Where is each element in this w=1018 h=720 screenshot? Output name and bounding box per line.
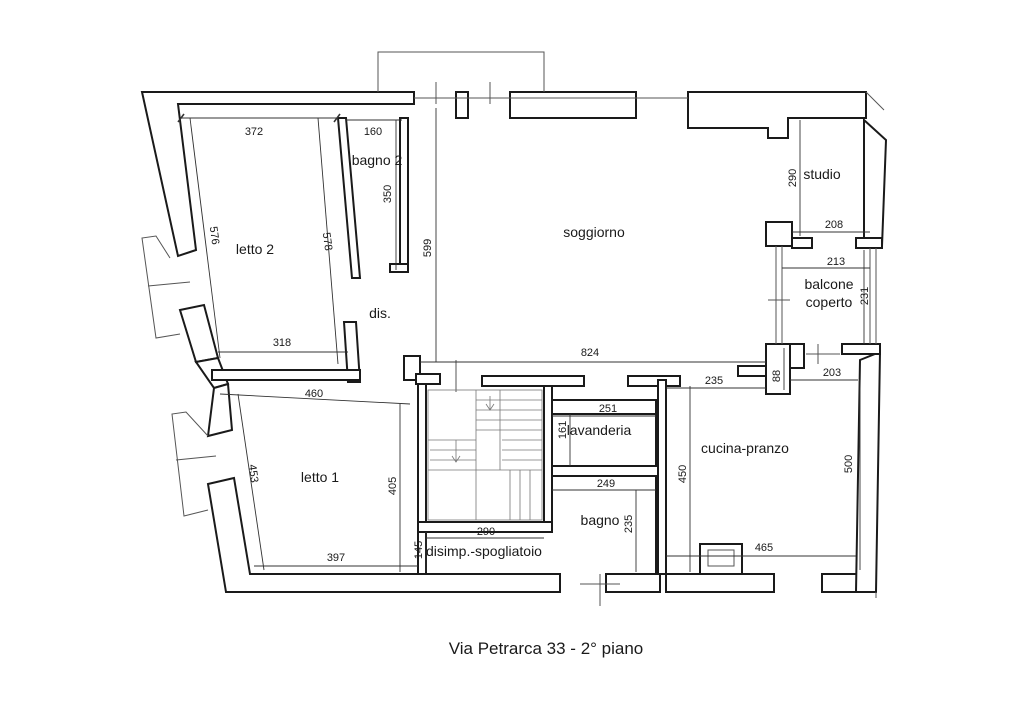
dim-letto2-right: 578 (320, 232, 334, 252)
dim-letto1-left: 453 (246, 464, 260, 484)
dim-disimp-depth: 145 (413, 541, 425, 559)
dim-bagno-depth: 235 (623, 515, 635, 533)
dim-cucina-right: 500 (843, 455, 855, 473)
room-soggiorno: soggiorno (563, 224, 625, 240)
interior-walls (211, 117, 883, 575)
dim-bagno2-depth: 350 (382, 185, 394, 203)
dim-cucina-bottom: 465 (755, 542, 773, 554)
dim-studio-width: 208 (825, 219, 843, 231)
dim-disimp-width: 290 (477, 526, 495, 538)
dim-letto1-width: 460 (305, 388, 323, 400)
room-letto2: letto 2 (236, 241, 274, 257)
dim-lavanderia-width: 251 (599, 403, 617, 415)
room-balcone-line1: balcone (804, 276, 853, 292)
dim-balcone-width: 213 (827, 256, 845, 268)
staircase (427, 389, 543, 521)
dim-pillar: 88 (771, 370, 783, 382)
openings (435, 82, 840, 606)
room-dis: dis. (369, 305, 391, 321)
dim-cucina-top-right: 203 (823, 367, 841, 379)
dim-letto2-width: 372 (245, 126, 263, 138)
dim-cucina-depth: 450 (677, 465, 689, 483)
room-bagno: bagno (581, 512, 620, 528)
room-bagno2: bagno 2 (352, 152, 403, 168)
dim-letto1-depth: 405 (387, 477, 399, 495)
exterior-walls (140, 51, 888, 598)
room-cucina: cucina-pranzo (701, 440, 789, 456)
dim-soggiorno-depth: 599 (422, 239, 434, 257)
plan-caption: Via Petrarca 33 - 2° piano (449, 639, 644, 658)
dim-balcone-depth: 231 (859, 287, 871, 305)
dim-letto2-left: 576 (207, 226, 221, 246)
dim-cucina-top-left: 235 (705, 375, 723, 387)
room-balcone-line2: coperto (806, 294, 853, 310)
room-lavanderia: lavanderia (567, 422, 632, 438)
room-letto1: letto 1 (301, 469, 339, 485)
dimension-lines (177, 108, 870, 572)
dim-lavanderia-depth: 161 (557, 421, 569, 439)
dim-corridor: 824 (581, 347, 599, 359)
dim-letto1-bottom: 397 (327, 552, 345, 564)
dim-bagno-width: 249 (597, 478, 615, 490)
room-studio: studio (803, 166, 841, 182)
room-disimp: disimp.-spogliatoio (426, 543, 542, 559)
dim-studio-depth: 290 (787, 169, 799, 187)
dim-letto2-bottom: 318 (273, 337, 291, 349)
room-labels: letto 2 bagno 2 soggiorno studio dis. ba… (236, 152, 854, 559)
dimension-labels: 372 160 350 599 576 578 318 290 208 213 … (207, 126, 871, 564)
dim-bagno2-width: 160 (364, 126, 382, 138)
